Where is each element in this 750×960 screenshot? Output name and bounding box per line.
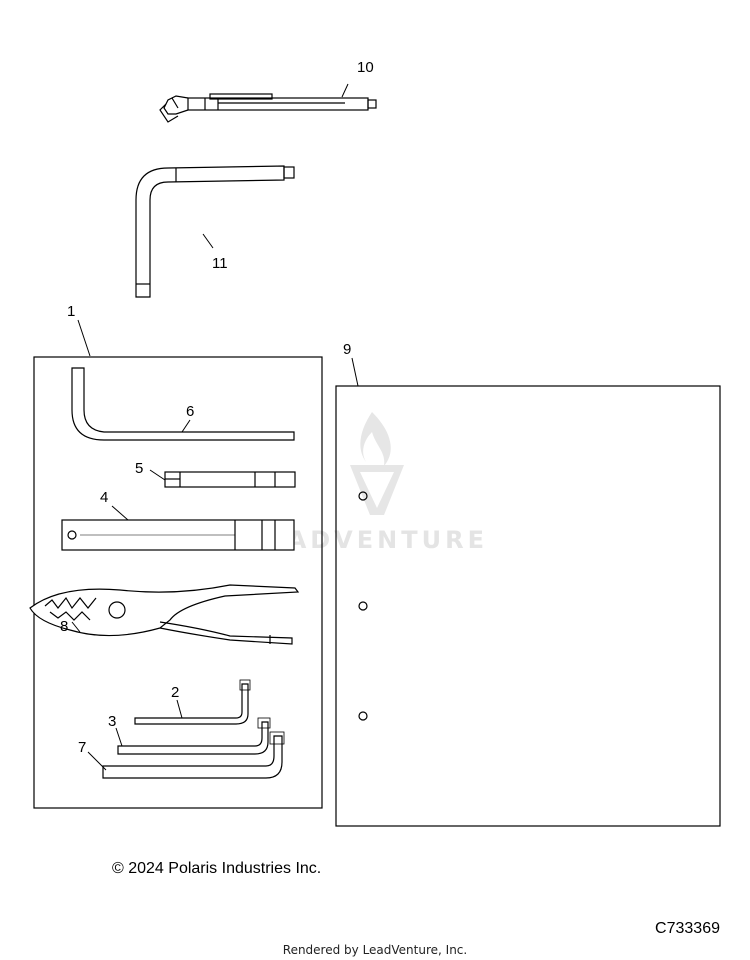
part-8-pliers bbox=[29, 584, 300, 645]
copyright-notice: © 2024 Polaris Industries Inc. bbox=[112, 860, 322, 877]
callout-8: 8 bbox=[60, 618, 68, 635]
binder-hole-3 bbox=[358, 711, 368, 721]
part-2-hex-key-small bbox=[134, 679, 251, 725]
leader-lines bbox=[71, 83, 359, 771]
watermark-flame-icon bbox=[360, 412, 391, 466]
callout-11: 11 bbox=[212, 255, 228, 272]
part-3-hex-key-medium bbox=[117, 717, 271, 755]
callout-4: 4 bbox=[100, 489, 108, 506]
callout-9: 9 bbox=[343, 341, 351, 358]
callouts: 10 11 1 9 6 5 4 8 2 3 7 bbox=[60, 59, 374, 756]
callout-10: 10 bbox=[357, 59, 374, 76]
callout-6: 6 bbox=[186, 403, 194, 420]
watermark-v-icon bbox=[350, 465, 404, 515]
callout-5: 5 bbox=[135, 460, 143, 477]
part-6-hex-wrench bbox=[71, 367, 295, 441]
binder-hole-1 bbox=[358, 491, 368, 501]
rendered-by-notice: Rendered by LeadVenture, Inc. bbox=[282, 943, 468, 957]
callout-3: 3 bbox=[108, 713, 116, 730]
callout-2: 2 bbox=[171, 684, 179, 701]
part-9-manual bbox=[335, 385, 721, 827]
part-10-driver bbox=[159, 93, 377, 123]
part-5-socket bbox=[164, 471, 296, 488]
part-4-tube-wrench bbox=[61, 519, 295, 551]
part-11-l-tool bbox=[135, 165, 295, 298]
part-7-hex-key-large bbox=[102, 731, 285, 779]
callout-1: 1 bbox=[67, 303, 75, 320]
binder-hole-2 bbox=[358, 601, 368, 611]
tool-kit-box bbox=[33, 356, 323, 809]
part-code: C733369 bbox=[655, 920, 720, 937]
callout-7: 7 bbox=[78, 739, 86, 756]
